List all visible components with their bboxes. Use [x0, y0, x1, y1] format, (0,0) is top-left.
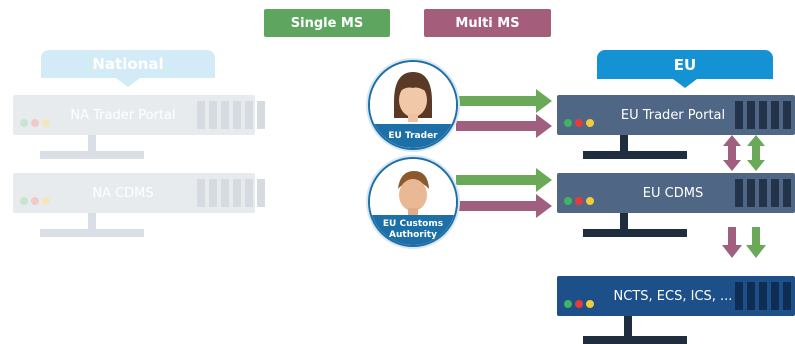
eu-portal-stand: [620, 135, 628, 151]
eu-portal-stand-base: [583, 151, 687, 159]
server-vents: [735, 101, 795, 129]
national-portal-stand-base: [40, 151, 144, 159]
customs-to-cdms-purple-arrow: [456, 194, 552, 218]
customs-to-cdms-green-arrow: [456, 168, 552, 192]
server-label: NA Trader Portal: [70, 107, 176, 123]
national-cdms-stand-base: [40, 229, 144, 237]
server-label: EU CDMS: [642, 185, 704, 201]
portal-cdms-purple-double-arrow: [723, 135, 741, 171]
server-label: NCTS, ECS, ICS, ...: [613, 288, 733, 304]
eu-trader-caption: EU Trader: [370, 124, 456, 148]
server-leds: [564, 300, 594, 308]
eu-customs-authority-caption: EU Customs Authority: [370, 215, 456, 245]
trader-to-portal-green-arrow: [456, 89, 552, 113]
eu-banner: EU: [597, 50, 773, 79]
eu-cdms-stand: [620, 213, 628, 229]
national-portal-stand: [88, 135, 96, 151]
server-vents: [735, 179, 795, 207]
cdms-to-systems-purple-arrow: [722, 227, 742, 258]
server-label: EU Trader Portal: [620, 107, 726, 123]
eu-systems-stand-base: [583, 336, 687, 344]
server-label: NA CDMS: [92, 185, 154, 201]
eu-banner-tip: [673, 79, 697, 88]
national-trader-portal-server: NA Trader Portal: [13, 95, 265, 135]
server-leds: [564, 119, 594, 127]
eu-trader-avatar: EU Trader: [368, 60, 458, 150]
server-vents: [735, 282, 795, 310]
server-vents: [197, 101, 265, 129]
eu-cdms-stand-base: [583, 229, 687, 237]
cdms-to-systems-green-arrow: [746, 227, 766, 258]
national-cdms-server: NA CDMS: [13, 173, 265, 213]
legend-single-ms: Single MS: [264, 9, 390, 37]
eu-customs-authority-avatar: EU Customs Authority: [368, 157, 458, 247]
server-leds: [564, 197, 594, 205]
eu-systems-server: NCTS, ECS, ICS, ...: [557, 276, 795, 316]
national-banner-tip: [116, 78, 140, 87]
eu-cdms-server: EU CDMS: [557, 173, 795, 213]
server-vents: [197, 179, 265, 207]
legend-multi-ms: Multi MS: [424, 9, 551, 37]
national-banner: National: [41, 50, 215, 78]
portal-cdms-green-double-arrow: [747, 135, 765, 171]
server-leds: [20, 119, 50, 127]
eu-systems-stand: [624, 316, 632, 336]
eu-trader-portal-server: EU Trader Portal: [557, 95, 795, 135]
trader-to-portal-purple-arrow: [456, 114, 552, 138]
server-leds: [20, 197, 50, 205]
national-cdms-stand: [88, 213, 96, 229]
